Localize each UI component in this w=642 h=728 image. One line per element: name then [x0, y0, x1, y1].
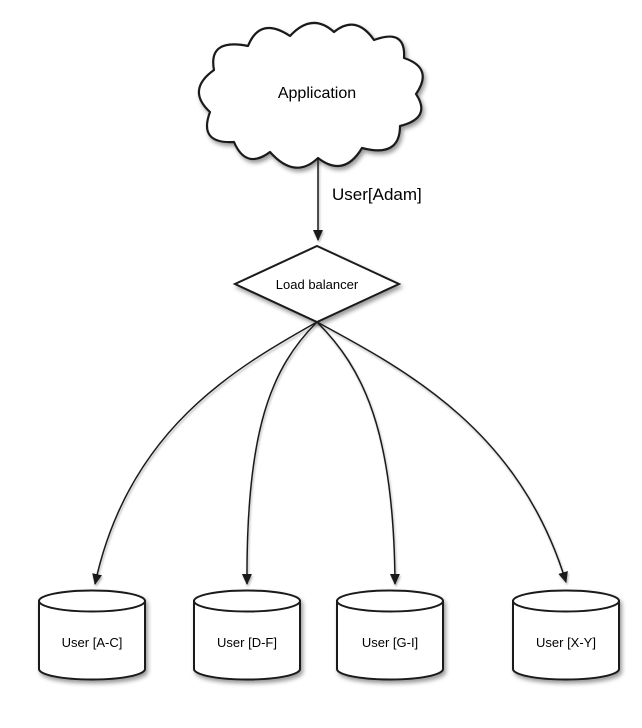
load-balancer-diamond: Load balancer [232, 244, 402, 324]
request-edge-label: User[Adam] [332, 185, 422, 204]
cylinder-top-icon [38, 589, 146, 613]
cylinder-top-icon [336, 589, 444, 613]
application-cloud: Application [197, 21, 424, 169]
cylinder-shape-icon [336, 600, 444, 681]
cylinder-shape-icon [193, 600, 301, 681]
lb-to-shard-1-arrow [92, 321, 318, 585]
shard-label-d-f: User [D-F] [217, 635, 277, 650]
cylinder-shape-icon [512, 600, 620, 681]
shard-cylinder-a-c: User [A-C] [38, 589, 146, 681]
shard-cylinder-g-i: User [G-I] [336, 589, 444, 681]
shard-label-x-y: User [X-Y] [536, 635, 596, 650]
lb-to-shard-4-arrow [316, 321, 568, 583]
cylinder-top-icon [512, 589, 620, 613]
shard-cylinder-x-y: User [X-Y] [512, 589, 620, 681]
load-balancer-label: Load balancer [276, 277, 359, 292]
lb-to-shard-3-arrow [316, 321, 400, 585]
cloud-shape-icon [197, 21, 424, 169]
cylinder-shape-icon [38, 600, 146, 681]
app-to-loadbalancer-edge: User[Adam] [313, 159, 422, 241]
shard-cylinder-d-f: User [D-F] [193, 589, 301, 681]
application-label: Application [278, 85, 356, 102]
shard-label-a-c: User [A-C] [62, 635, 123, 650]
cylinder-top-icon [193, 589, 301, 613]
shard-label-g-i: User [G-I] [362, 635, 418, 650]
lb-to-shard-2-arrow [241, 321, 318, 585]
